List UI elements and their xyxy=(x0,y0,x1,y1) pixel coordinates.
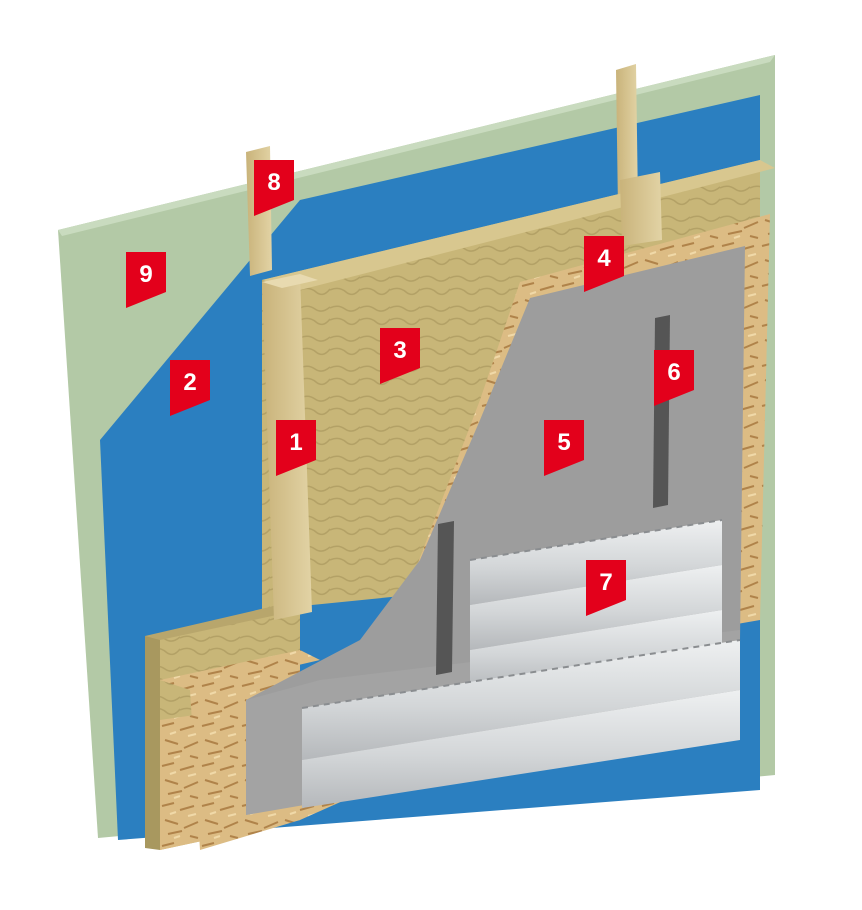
marker-1: 1 xyxy=(276,420,316,476)
marker-7: 7 xyxy=(586,560,626,616)
marker-9-label: 9 xyxy=(139,261,152,288)
marker-8: 8 xyxy=(254,160,294,216)
marker-6-label: 6 xyxy=(667,359,680,386)
marker-4: 4 xyxy=(584,236,624,292)
marker-6: 6 xyxy=(654,350,694,406)
marker-2: 2 xyxy=(170,360,210,416)
marker-8-label: 8 xyxy=(267,169,280,196)
marker-3: 3 xyxy=(380,328,420,384)
marker-1-label: 1 xyxy=(289,429,302,456)
marker-3-label: 3 xyxy=(393,337,406,364)
layer-siding xyxy=(301,519,741,808)
marker-5: 5 xyxy=(544,420,584,476)
marker-4-label: 4 xyxy=(597,245,611,272)
marker-9: 9 xyxy=(126,252,166,308)
marker-2-label: 2 xyxy=(183,369,196,396)
marker-7-label: 7 xyxy=(599,569,612,596)
marker-5-label: 5 xyxy=(557,429,570,456)
